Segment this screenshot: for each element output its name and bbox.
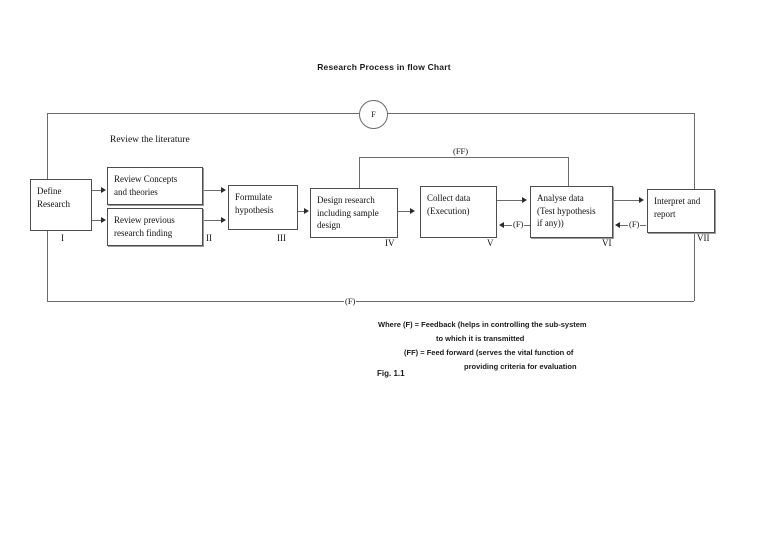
box-analyse-data-line-2: (Test hypothesis — [537, 205, 596, 216]
numeral-iii: III — [277, 233, 286, 243]
feed-forward-horizontal — [359, 157, 569, 158]
arrow-define-to-concepts — [101, 187, 106, 193]
numeral-ii: II — [206, 233, 212, 243]
legend-line-1: Where (F) = Feedback (helps in controlli… — [378, 320, 587, 329]
box-interpret-report[interactable]: Interpret and report — [647, 189, 715, 233]
connector-design-to-collect — [398, 211, 412, 212]
numeral-vii: VII — [697, 233, 710, 243]
top-loop-right-horizontal — [386, 113, 694, 114]
numeral-v: V — [487, 238, 494, 248]
arrow-interpret-to-analyse-feedback — [615, 222, 620, 228]
figure-caption: Fig. 1.1 — [377, 369, 405, 378]
arrow-design-to-collect — [410, 208, 415, 214]
box-formulate-hypothesis[interactable]: Formulate hypothesis — [228, 185, 298, 230]
bottom-loop-right-segment — [694, 228, 695, 301]
connector-define-to-previous — [92, 220, 104, 221]
page-title: Research Process in flow Chart — [317, 62, 451, 72]
box-review-concepts[interactable]: Review Concepts and theories — [107, 167, 203, 205]
box-design-research-line-1: Design research — [317, 195, 375, 205]
box-define-research-line-1: Define — [37, 186, 62, 196]
box-define-research[interactable]: Define Research — [30, 179, 92, 231]
numeral-iv: IV — [385, 238, 395, 248]
box-review-concepts-line-1: Review Concepts — [114, 174, 178, 184]
box-design-research-line-3: design — [317, 220, 341, 230]
connector-previous-to-formulate — [203, 220, 224, 221]
arrow-analyse-to-collect-feedback — [499, 222, 504, 228]
box-design-research-line-2: including sample — [317, 207, 379, 218]
box-analyse-data-line-1: Analyse data — [537, 193, 584, 203]
arrow-define-to-previous — [101, 217, 106, 223]
feedback-circle-label: F — [371, 110, 376, 119]
legend-line-2: to which it is transmitted — [436, 334, 525, 343]
feed-forward-label: (FF) — [452, 146, 470, 156]
arrow-previous-to-formulate — [221, 217, 226, 223]
top-loop-left-segment — [47, 113, 48, 183]
arrow-analyse-to-interpret — [639, 197, 644, 203]
box-review-previous-line-1: Review previous — [114, 215, 175, 225]
box-analyse-data-line-3: if any)) — [537, 218, 564, 228]
box-collect-data-line-1: Collect data — [427, 193, 471, 203]
box-interpret-report-line-2: report — [654, 208, 676, 219]
connector-collect-to-analyse — [497, 200, 524, 201]
box-review-previous-line-2: research finding — [114, 227, 173, 238]
feedback-circle-node: F — [359, 100, 388, 129]
legend: Where (F) = Feedback (helps in controlli… — [378, 318, 678, 374]
box-interpret-report-line-1: Interpret and — [654, 196, 701, 206]
connector-define-to-concepts — [92, 190, 104, 191]
box-review-concepts-line-2: and theories — [114, 186, 158, 197]
box-define-research-line-2: Research — [37, 198, 70, 209]
arrow-concepts-to-formulate — [221, 187, 226, 193]
connector-concepts-to-formulate — [203, 190, 224, 191]
feedback-label-analyse-collect: (F) — [512, 219, 525, 229]
box-formulate-hypothesis-line-2: hypothesis — [235, 204, 274, 215]
top-loop-right-segment — [694, 113, 695, 189]
box-collect-data[interactable]: Collect data (Execution) — [420, 186, 497, 238]
arrow-formulate-to-design — [304, 208, 309, 214]
legend-line-4: providing criteria for evaluation — [464, 362, 577, 371]
feed-forward-right-segment — [568, 157, 569, 190]
connector-formulate-to-design — [298, 211, 307, 212]
box-analyse-data[interactable]: Analyse data (Test hypothesis if any)) — [530, 186, 613, 238]
top-loop-left-horizontal — [47, 113, 359, 114]
box-design-research[interactable]: Design research including sample design — [310, 188, 398, 238]
connector-analyse-to-interpret — [613, 200, 641, 201]
numeral-vi: VI — [602, 238, 612, 248]
feed-forward-left-segment — [359, 157, 360, 189]
arrow-collect-to-analyse — [522, 197, 527, 203]
review-literature-label: Review the literature — [110, 135, 190, 145]
bottom-loop-horizontal — [47, 301, 694, 302]
box-review-previous[interactable]: Review previous research finding — [107, 208, 203, 246]
bottom-loop-left-segment — [47, 228, 48, 301]
box-formulate-hypothesis-line-1: Formulate — [235, 192, 272, 202]
numeral-i: I — [61, 233, 64, 243]
box-collect-data-line-2: (Execution) — [427, 205, 470, 216]
legend-line-3: (FF) = Feed forward (serves the vital fu… — [404, 348, 574, 357]
feedback-label-interpret-analyse: (F) — [628, 219, 641, 229]
feedback-bottom-label: (F) — [344, 296, 357, 306]
